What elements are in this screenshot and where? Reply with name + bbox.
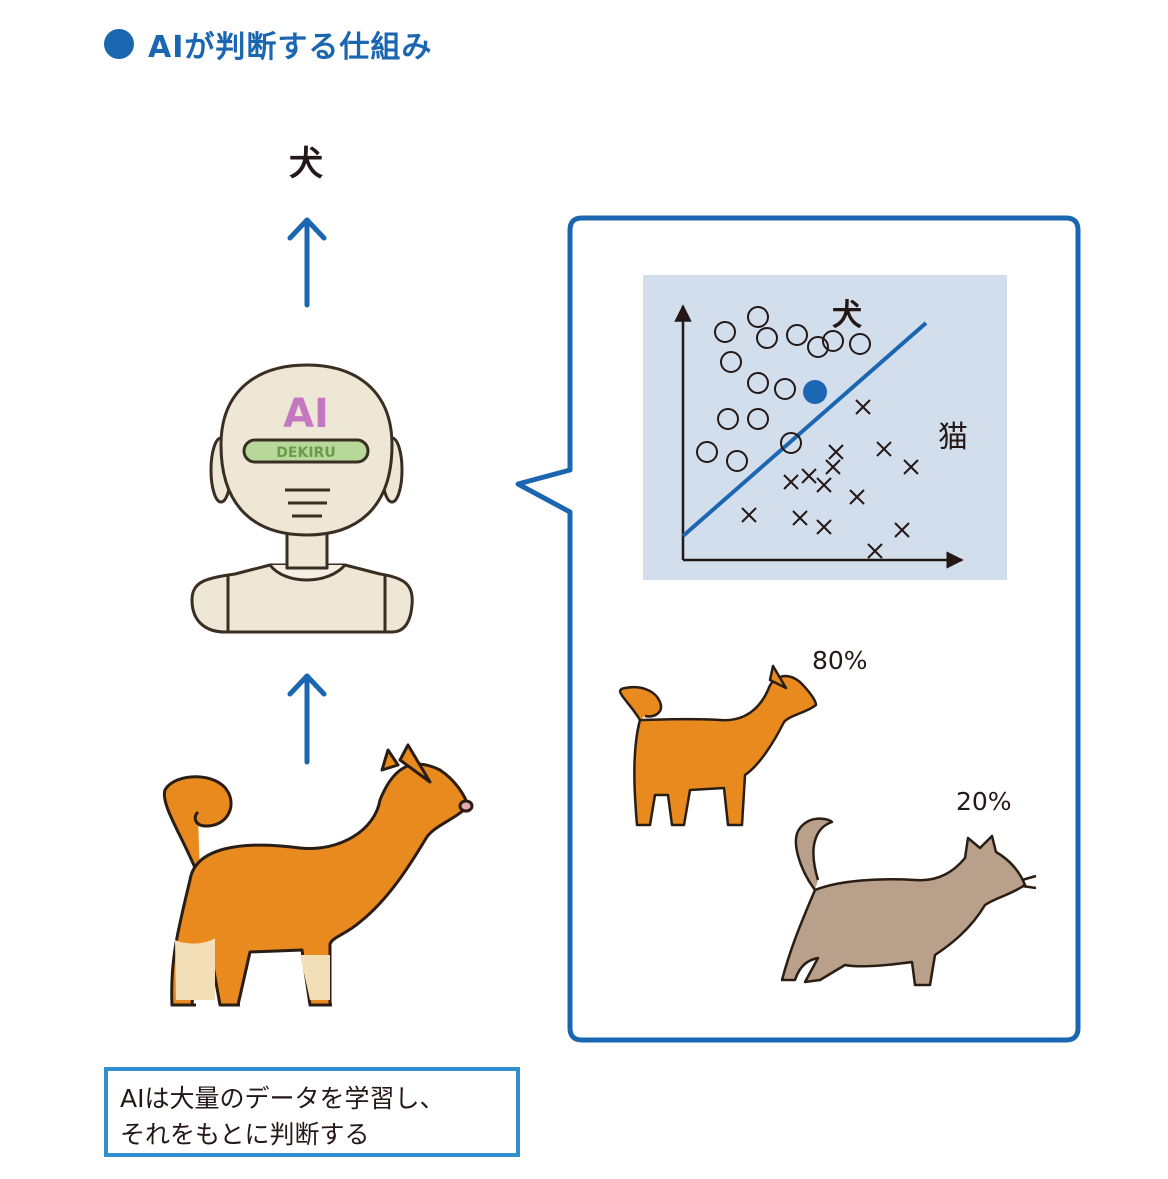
title-bullet-icon (104, 29, 134, 59)
cat-data-point (855, 399, 871, 415)
cat-data-point (783, 474, 799, 490)
dog-data-point (747, 306, 769, 328)
dog-data-point (714, 321, 736, 343)
cat-data-point (828, 444, 844, 460)
robot-visor-text: DEKIRU (276, 445, 335, 461)
dog-data-point (807, 336, 829, 358)
dog-illustration (162, 743, 474, 1007)
cat-data-point (801, 468, 817, 484)
robot-head-text: AI (283, 391, 329, 437)
arrow-up-icon (287, 673, 327, 765)
dog-data-point (717, 408, 739, 430)
figure-title-text: AIが判断する仕組み (148, 30, 433, 65)
cat-data-point (792, 510, 808, 526)
arrow-up-icon (287, 217, 327, 308)
cat-data-point (816, 519, 832, 535)
cat-data-point (876, 441, 892, 457)
dog-data-point (786, 324, 808, 346)
small-dog-illustration (618, 664, 818, 827)
cat-data-point (741, 507, 757, 523)
caption-line-2: それをもとに判断する (120, 1120, 370, 1149)
dog-data-point (747, 408, 769, 430)
dog-data-point (849, 333, 871, 355)
figure-title: AIが判断する仕組み (104, 22, 432, 66)
output-label: 犬 (289, 144, 323, 184)
cat-data-point (894, 522, 910, 538)
data-points-group (696, 306, 919, 559)
cat-probability: 20% (956, 787, 1012, 816)
dog-data-point (696, 441, 718, 463)
caption-line-1: AIは大量のデータを学習し、 (120, 1084, 445, 1113)
cat-illustration (780, 817, 1037, 987)
caption-box: AIは大量のデータを学習し、 それをもとに判断する (104, 1067, 520, 1157)
dog-data-point (822, 330, 844, 352)
chart-label-dog: 犬 (832, 298, 862, 333)
dog-data-point (756, 327, 778, 349)
query-data-point (803, 380, 827, 404)
cat-data-point (816, 477, 832, 493)
cat-data-point (867, 543, 883, 559)
dog-data-point (726, 450, 748, 472)
chart-label-cat: 猫 (938, 420, 968, 455)
robot-illustration (190, 363, 414, 634)
decision-boundary-line (681, 321, 928, 538)
cat-data-point (849, 489, 865, 505)
dog-data-point (747, 372, 769, 394)
cat-data-point (825, 459, 841, 475)
cat-data-point (903, 459, 919, 475)
dog-probability: 80% (812, 646, 868, 675)
dog-data-point (720, 351, 742, 373)
dog-data-point (780, 432, 802, 454)
dog-data-point (774, 378, 796, 400)
